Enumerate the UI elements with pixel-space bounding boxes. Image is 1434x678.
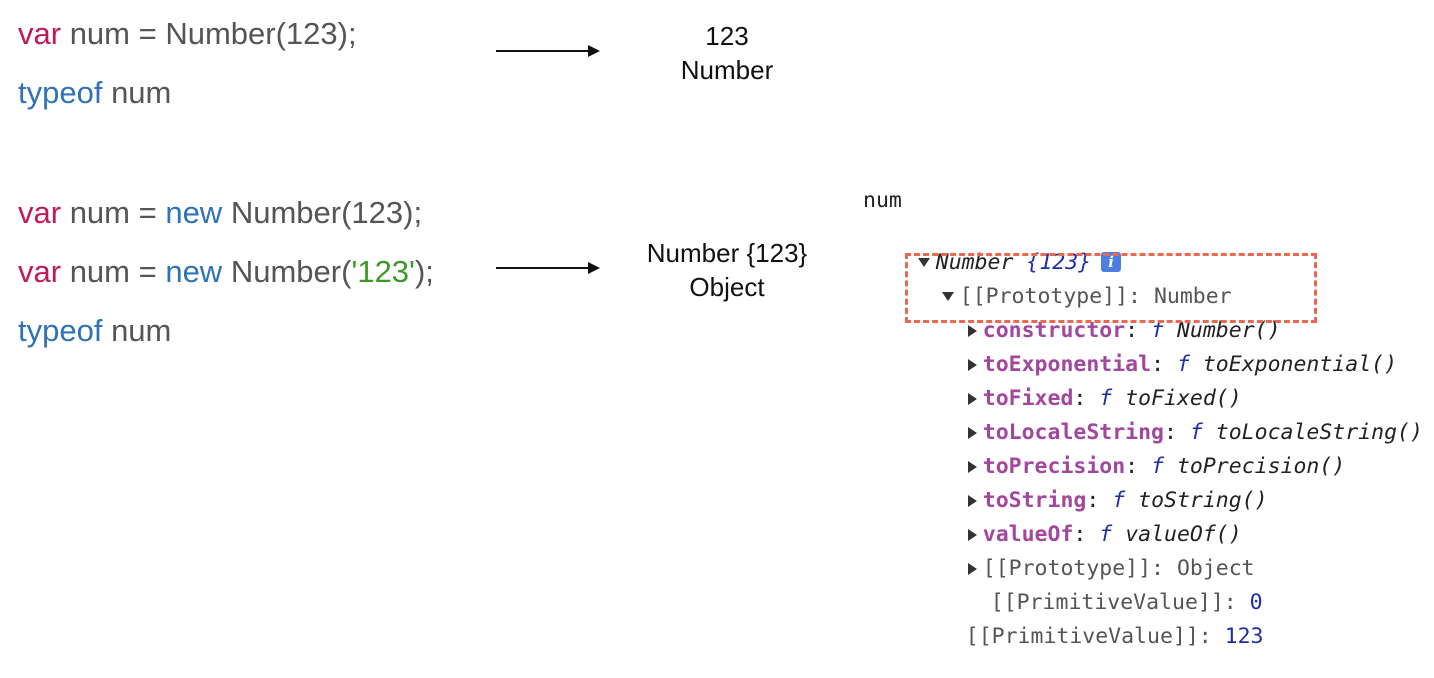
console-member-row[interactable]: toString: f toString()	[916, 468, 1268, 533]
function-f-icon: f	[1176, 351, 1190, 377]
code-text: num = Number(123);	[61, 16, 357, 51]
caret-right-icon[interactable]	[967, 528, 977, 541]
keyword-typeof: typeof	[18, 75, 103, 110]
keyword-new: new	[165, 254, 223, 289]
code-text: num =	[61, 254, 166, 289]
console-expression: num	[863, 188, 902, 213]
inner-prototype-label: [[Prototype]]: Object	[982, 555, 1255, 581]
caret-right-icon[interactable]	[967, 562, 977, 575]
member-value: toLocaleString()	[1215, 419, 1423, 445]
caret-right-icon[interactable]	[967, 324, 977, 337]
caret-down-icon[interactable]	[917, 258, 930, 267]
code-text: num	[102, 313, 172, 348]
function-f-icon: f	[1099, 521, 1113, 547]
code-text: Number(	[222, 254, 352, 289]
member-key: toString	[982, 487, 1087, 513]
caret-down-icon[interactable]	[941, 292, 954, 301]
member-value: toString()	[1138, 487, 1268, 513]
info-icon[interactable]: i	[1101, 251, 1122, 272]
console-member-row[interactable]: toPrecision: f toPrecision()	[916, 434, 1345, 499]
outer-primitive-key: [[PrimitiveValue]]:	[965, 623, 1225, 649]
member-value: valueOf()	[1125, 521, 1242, 547]
code-line-new-number: var num = new Number(123);	[18, 197, 422, 228]
caret-right-icon[interactable]	[967, 358, 977, 371]
member-key: toPrecision	[982, 453, 1126, 479]
result-bottom: Number {123} Object	[624, 236, 830, 304]
console-prototype-row[interactable]: [[Prototype]]: Number	[890, 264, 1232, 329]
function-f-icon: f	[1151, 317, 1165, 343]
result-value: Number {123}	[646, 238, 808, 268]
member-key: toExponential	[982, 351, 1152, 377]
function-f-icon: f	[1112, 487, 1126, 513]
function-f-icon: f	[1151, 453, 1165, 479]
outer-primitive-value: 123	[1224, 623, 1264, 649]
code-line-typeof: typeof num	[18, 77, 171, 108]
console-member-row[interactable]: constructor: f Number()	[916, 298, 1281, 363]
arrow-right-icon	[496, 45, 600, 57]
member-key: valueOf	[982, 521, 1074, 547]
console-member-row[interactable]: toLocaleString: f toLocaleString()	[916, 400, 1423, 465]
caret-right-icon[interactable]	[967, 426, 977, 439]
caret-right-icon[interactable]	[967, 392, 977, 405]
prototype-label: [[Prototype]]: Number	[959, 283, 1232, 309]
result-type: Number	[680, 55, 774, 85]
console-inner-primitive-row: [[PrimitiveValue]]: 0	[939, 570, 1263, 635]
code-line-typeof: typeof num	[18, 315, 171, 346]
result-type: Object	[689, 272, 765, 302]
console-outer-primitive-row: [[PrimitiveValue]]: 123	[914, 604, 1264, 669]
result-value: 123	[705, 21, 749, 51]
arrow-right-icon	[496, 262, 600, 274]
member-value: Number()	[1176, 317, 1281, 343]
caret-right-icon[interactable]	[967, 494, 977, 507]
keyword-var: var	[18, 16, 62, 51]
code-text: Number(123);	[222, 195, 423, 230]
member-key: constructor	[982, 317, 1126, 343]
code-text: num =	[61, 195, 166, 230]
function-f-icon: f	[1099, 385, 1113, 411]
console-member-row[interactable]: toFixed: f toFixed()	[916, 366, 1242, 431]
code-line-new-number-string: var num = new Number('123');	[18, 256, 434, 287]
member-value: toExponential()	[1202, 351, 1398, 377]
prototype-highlight-box	[905, 253, 1317, 323]
root-value: {123}	[1026, 249, 1092, 275]
member-key: toFixed	[982, 385, 1074, 411]
member-value: toFixed()	[1125, 385, 1242, 411]
code-text: );	[414, 254, 434, 289]
function-f-icon: f	[1189, 419, 1203, 445]
member-key: toLocaleString	[982, 419, 1164, 445]
string-literal: '123'	[351, 254, 415, 289]
console-output: num Number {123}i [[Prototype]]: Number …	[0, 0, 1423, 647]
inner-primitive-key: [[PrimitiveValue]]:	[990, 589, 1250, 615]
keyword-var: var	[18, 254, 62, 289]
code-line-var-num: var num = Number(123);	[18, 18, 357, 49]
inner-primitive-value: 0	[1249, 589, 1263, 615]
keyword-new: new	[165, 195, 223, 230]
keyword-var: var	[18, 195, 62, 230]
result-top: 123 Number	[670, 19, 784, 87]
console-member-row[interactable]: valueOf: f valueOf()	[916, 502, 1242, 567]
console-inner-prototype-row[interactable]: [[Prototype]]: Object	[916, 536, 1255, 601]
caret-right-icon[interactable]	[967, 460, 977, 473]
member-value: toPrecision()	[1176, 453, 1346, 479]
console-root-row[interactable]: Number {123} i	[866, 230, 1122, 295]
root-type: Number	[935, 249, 1027, 275]
keyword-typeof: typeof	[18, 313, 103, 348]
console-member-row[interactable]: toExponential: f toExponential()	[916, 332, 1397, 397]
code-text: num	[102, 75, 172, 110]
